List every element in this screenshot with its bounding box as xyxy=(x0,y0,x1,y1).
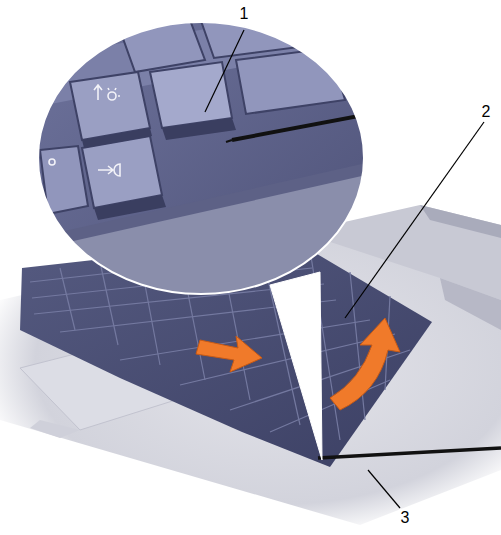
callout-number: 1 xyxy=(238,5,251,23)
callout-number: 3 xyxy=(399,509,412,527)
callout-number: 2 xyxy=(480,103,493,121)
